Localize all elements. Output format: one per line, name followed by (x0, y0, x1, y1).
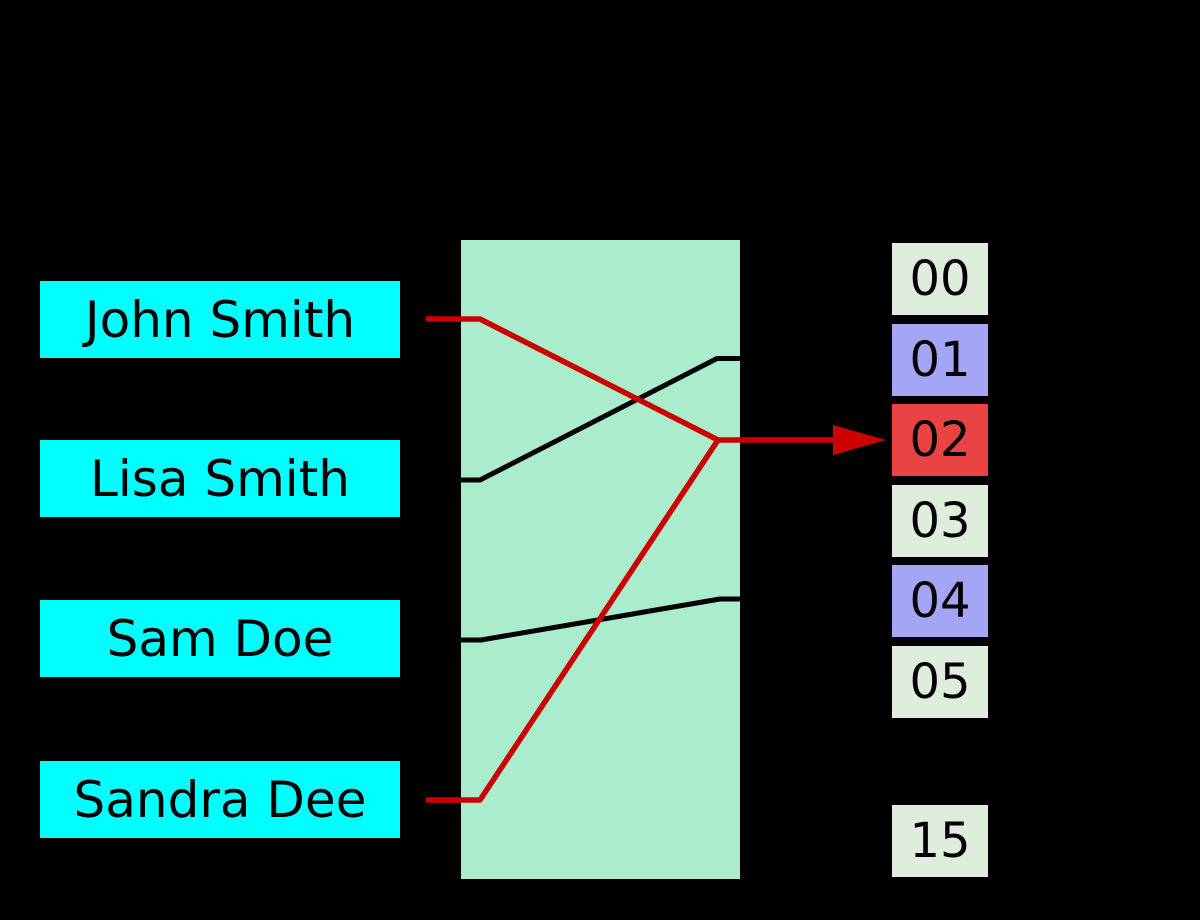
key-box-sam-doe: Sam Doe (40, 600, 400, 677)
bucket-label-04: 04 (909, 573, 971, 629)
bucket-cell-15: 15 (892, 805, 988, 877)
bucket-cell-01: 01 (892, 324, 988, 396)
key-box-sandra-dee: Sandra Dee (40, 761, 400, 838)
key-label-sandra-dee: Sandra Dee (73, 770, 367, 829)
key-box-john-smith: John Smith (40, 281, 400, 358)
key-label-john-smith: John Smith (84, 290, 356, 349)
bucket-cell-02: 02 (892, 404, 988, 476)
key-box-lisa-smith: Lisa Smith (40, 440, 400, 517)
bucket-label-15: 15 (909, 813, 971, 869)
bucket-label-01: 01 (909, 332, 971, 388)
bucket-label-00: 00 (909, 251, 971, 307)
bucket-cell-00: 00 (892, 243, 988, 315)
collision-arrow-head-icon (833, 425, 886, 455)
bucket-label-03: 03 (909, 493, 971, 549)
key-label-lisa-smith: Lisa Smith (90, 449, 350, 508)
hash-function-box (461, 240, 740, 879)
bucket-cell-05: 05 (892, 646, 988, 718)
bucket-label-02: 02 (909, 412, 971, 468)
bucket-cell-04: 04 (892, 565, 988, 637)
bucket-cell-03: 03 (892, 485, 988, 557)
key-label-sam-doe: Sam Doe (106, 609, 334, 668)
bucket-label-05: 05 (909, 654, 971, 710)
